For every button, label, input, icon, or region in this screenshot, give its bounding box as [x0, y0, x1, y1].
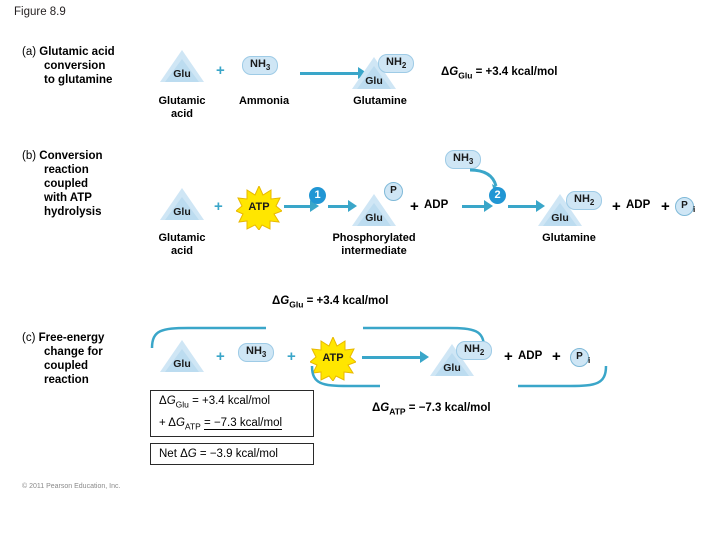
atp-label-c: ATP [322, 352, 344, 364]
equation-line-2-value: = −7.3 kcal/mol [204, 417, 283, 431]
ammonia-box-a: NH3 [242, 56, 279, 76]
equation-line-2: + ΔGATP = −7.3 kcal/mol [159, 417, 283, 432]
section-b-title-line1: Conversion [39, 150, 103, 162]
reaction-arrow-b2b [508, 205, 536, 208]
atp-label-b: ATP [248, 201, 270, 213]
section-b-tag: (b) [22, 150, 37, 162]
section-c-tag: (c) [22, 332, 36, 344]
atp-star-svg [236, 186, 282, 230]
section-c-title-line3: coupled [44, 360, 89, 372]
inorganic-phosphate-subscript-c: i [588, 356, 591, 365]
copyright-notice: © 2011 Pearson Education, Inc. [22, 483, 121, 490]
equation-net: Net ΔG = −3.9 kcal/mol [159, 448, 278, 460]
plus-sign-b-2: + [410, 198, 419, 215]
glu-label-product-c: Glu [443, 362, 461, 374]
section-b-label: (b) Conversion reaction coupled with ATP… [22, 149, 152, 219]
inorganic-phosphate-circle-b: P [675, 197, 694, 216]
reaction-arrow-b1b [328, 205, 348, 208]
section-c-title-line1: Free-energy [38, 332, 105, 344]
delta-g-atp-c: ΔGATP = −7.3 kcal/mol [372, 402, 491, 417]
amine-box-c: NH2 [456, 341, 493, 361]
section-a-title-line1: Glutamic acid [39, 46, 115, 58]
triangle-inner [357, 203, 391, 226]
glu-label-product-a: Glu [365, 75, 383, 87]
reaction-arrow-c [362, 356, 420, 359]
amine-box-a: NH2 [378, 54, 415, 74]
glu-label-product-b: Glu [551, 212, 569, 224]
triangle-inner [165, 349, 199, 372]
reaction-arrow-b2 [462, 205, 484, 208]
glutamine-caption-a: Glutamine [353, 95, 407, 107]
amine-box-b: NH2 [566, 191, 603, 211]
glutamic-acid-shape-b: Glu [160, 188, 204, 226]
inorganic-phosphate-circle-c: P [570, 348, 589, 367]
section-a-title-line2: conversion [44, 60, 106, 72]
inorganic-phosphate-subscript-b: i [693, 205, 696, 214]
glu-label-intermediate: Glu [365, 212, 383, 224]
reaction-arrow-b2-head [484, 200, 493, 212]
section-c-title-line2: change for [44, 346, 103, 358]
section-a-tag: (a) [22, 46, 37, 58]
bottom-bracket-c [310, 366, 608, 388]
adp-label-b-1: ADP [424, 199, 449, 211]
reaction-arrow-b1 [284, 205, 310, 208]
triangle-inner [543, 203, 577, 226]
figure-title: Figure 8.9 [14, 6, 66, 18]
delta-g-sum-box: ΔGGlu = +3.4 kcal/mol + ΔGATP = −7.3 kca… [150, 390, 314, 437]
plus-sign-b-3: + [612, 198, 621, 215]
section-b-title-line2: reaction [44, 164, 89, 176]
atp-shape-b: ATP [236, 186, 282, 230]
phosphate-circle-b: P [384, 182, 403, 201]
glu-label-a: Glu [173, 68, 191, 80]
equation-line-1: ΔGGlu = +3.4 kcal/mol [159, 395, 271, 410]
atp-shape-c: ATP [310, 337, 356, 381]
plus-sign-c-2: + [287, 348, 296, 365]
section-b-title-line4: with ATP [44, 192, 92, 204]
section-c-label: (c) Free-energy change for coupled react… [22, 331, 152, 387]
glu-label-c: Glu [173, 358, 191, 370]
step-number-1: 1 [309, 187, 326, 204]
triangle-inner [165, 197, 199, 220]
step-number-2: 2 [489, 187, 506, 204]
section-a-label: (a) Glutamic acid conversion to glutamin… [22, 45, 152, 87]
ammonia-box-b: NH3 [445, 150, 482, 170]
delta-g-glu-a: ΔGGlu = +3.4 kcal/mol [441, 66, 558, 81]
reaction-arrow-b1-head [310, 200, 319, 212]
net-delta-g-box: Net ΔG = −3.9 kcal/mol [150, 443, 314, 465]
glutamine-caption-b: Glutamine [542, 232, 596, 244]
plus-sign-c-1: + [216, 348, 225, 365]
plus-sign-a: + [216, 62, 225, 79]
delta-g-glu-c: ΔGGlu = +3.4 kcal/mol [272, 295, 389, 310]
glutamic-acid-shape-a: Glu [160, 50, 204, 88]
adp-label-c: ADP [518, 350, 543, 362]
plus-sign-b-4: + [661, 198, 670, 215]
adp-label-b-2: ADP [626, 199, 651, 211]
reaction-arrow-c-head [420, 351, 429, 363]
atp-star-svg-c [310, 337, 356, 381]
ammonia-box-c: NH3 [238, 343, 275, 363]
section-c-title-line4: reaction [44, 374, 89, 386]
section-b-title-line3: coupled [44, 178, 89, 190]
plus-sign-c-4: + [552, 348, 561, 365]
plus-sign-c-3: + [504, 348, 513, 365]
section-b-title-line5: hydrolysis [44, 206, 102, 218]
glutamic-acid-shape-c: Glu [160, 340, 204, 378]
ammonia-caption-a: Ammonia [238, 95, 290, 107]
triangle-inner [165, 59, 199, 82]
section-a-title-line3: to glutamine [44, 74, 113, 86]
glu-label-b: Glu [173, 206, 191, 218]
reaction-arrow-a [300, 72, 358, 75]
plus-sign-b-1: + [214, 198, 223, 215]
